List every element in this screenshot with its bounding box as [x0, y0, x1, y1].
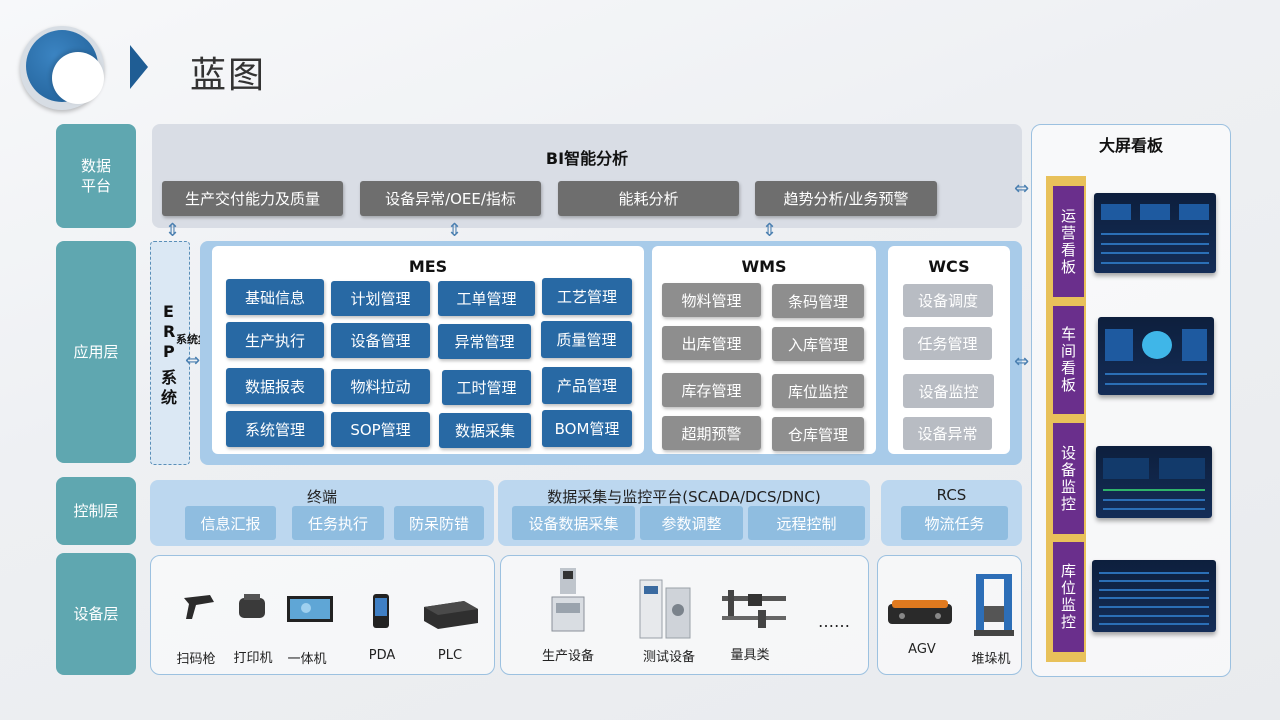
- mes-item: 工时管理: [442, 370, 531, 405]
- scada-item: 远程控制: [748, 506, 865, 540]
- arrow-app-bigscreen-icon: ⇔: [1014, 351, 1030, 372]
- dashboard-thumbnail-workshop: [1098, 317, 1214, 395]
- erp-box: [150, 241, 190, 465]
- wms-item: 库存管理: [662, 373, 761, 407]
- mes-item: 数据报表: [226, 368, 324, 404]
- mes-item: 设备管理: [331, 323, 430, 358]
- device-label: PLC: [437, 648, 463, 663]
- dashboard-thumbnail-equipment: [1096, 446, 1212, 518]
- rcs-item: 物流任务: [901, 506, 1008, 540]
- scanner-icon: [180, 592, 222, 622]
- scada-item: 参数调整: [640, 506, 743, 540]
- mes-item: 系统管理: [226, 411, 324, 447]
- erp-letter-p: P: [163, 342, 175, 361]
- wcs-item: 设备调度: [903, 284, 993, 317]
- terminal-item: 任务执行: [292, 506, 384, 540]
- layer-label-application: 应用层: [56, 241, 136, 463]
- terminal-item: 信息汇报: [185, 506, 276, 540]
- bi-item-equipment-oee: 设备异常/OEE/指标: [360, 181, 541, 216]
- agv-icon: [884, 594, 956, 630]
- mes-item: 工单管理: [438, 281, 535, 316]
- wcs-title: WCS: [928, 257, 970, 276]
- bi-title: BI智能分析: [545, 149, 629, 168]
- dashboard-thumbnail-location: [1092, 560, 1216, 632]
- title-arrow-icon: [130, 45, 148, 89]
- device-ellipsis: ……: [818, 612, 850, 631]
- arrow-mes-bi-icon: ⇕: [447, 220, 463, 241]
- mes-item: 基础信息: [226, 279, 324, 315]
- bi-item-trend-warning: 趋势分析/业务预警: [755, 181, 937, 216]
- scada-item: 设备数据采集: [512, 506, 635, 540]
- device-label: PDA: [368, 648, 396, 663]
- device-label: 一体机: [287, 652, 327, 667]
- erp-letter-r: R: [163, 322, 176, 341]
- logo-white-circle: [52, 52, 104, 104]
- bi-item-delivery-quality: 生产交付能力及质量: [162, 181, 343, 216]
- wms-item: 库位监控: [772, 374, 864, 408]
- device-label: 生产设备: [541, 649, 594, 664]
- mes-item: 物料拉动: [331, 369, 430, 404]
- erp-letter-e: E: [163, 302, 174, 321]
- bigscreen-title: 大屏看板: [1098, 136, 1163, 155]
- bi-item-energy: 能耗分析: [558, 181, 739, 216]
- mes-item: 生产执行: [226, 322, 324, 358]
- device-label: 堆垛机: [971, 652, 1011, 667]
- device-label: 打印机: [233, 651, 273, 666]
- arrow-erp-mes-icon: ⇔: [185, 350, 201, 371]
- mes-item: 数据采集: [439, 413, 531, 448]
- wms-item: 物料管理: [662, 283, 761, 317]
- layer-label-data-platform: 数据 平台: [56, 124, 136, 228]
- layer-label-device: 设备层: [56, 553, 136, 675]
- wms-title: WMS: [741, 257, 787, 276]
- wms-item: 仓库管理: [772, 417, 864, 451]
- page-title: 蓝图: [190, 55, 267, 96]
- measuring-tools-icon: [718, 588, 790, 632]
- scada-title: 数据采集与监控平台(SCADA/DCS/DNC): [547, 488, 821, 506]
- wms-item: 出库管理: [662, 326, 761, 360]
- mes-item: 产品管理: [542, 367, 632, 404]
- wms-item: 超期预警: [662, 416, 761, 450]
- printer-icon: [236, 592, 268, 622]
- arrow-wms-bi-icon: ⇕: [762, 220, 778, 241]
- bigscreen-item-workshop: 车间看板: [1053, 306, 1084, 414]
- arrow-erp-bi-icon: ⇕: [165, 220, 181, 241]
- plc-icon: [418, 597, 482, 631]
- erp-letter-xi: 系: [161, 368, 178, 387]
- device-label: 扫码枪: [176, 652, 216, 667]
- wcs-item: 设备监控: [903, 374, 994, 408]
- wms-item: 条码管理: [772, 284, 864, 318]
- layer-label-control: 控制层: [56, 477, 136, 545]
- mes-item: BOM管理: [542, 410, 632, 447]
- bigscreen-item-operations: 运营看板: [1053, 186, 1084, 297]
- all-in-one-icon: [286, 595, 334, 625]
- device-label: AGV: [908, 642, 936, 657]
- rcs-title: RCS: [936, 486, 967, 504]
- bigscreen-item-location: 库位监控: [1053, 542, 1084, 652]
- arrow-bi-bigscreen-icon: ⇔: [1014, 178, 1030, 199]
- mes-item: 异常管理: [438, 324, 531, 359]
- test-equipment-icon: [638, 578, 694, 640]
- production-equipment-icon: [548, 567, 588, 633]
- terminal-item: 防呆防错: [394, 506, 484, 540]
- mes-title: MES: [408, 257, 448, 276]
- mes-item: 工艺管理: [542, 278, 632, 315]
- bigscreen-item-equipment: 设备监控: [1053, 423, 1084, 534]
- wcs-item: 设备异常: [903, 417, 992, 450]
- terminal-title: 终端: [306, 488, 337, 506]
- mes-item: SOP管理: [331, 412, 430, 447]
- pda-icon: [372, 593, 390, 629]
- wcs-item: 任务管理: [903, 327, 992, 360]
- dashboard-thumbnail-operations: [1094, 193, 1216, 273]
- device-label: 测试设备: [642, 650, 695, 665]
- device-label: 量具类: [730, 648, 770, 663]
- wms-item: 入库管理: [772, 327, 864, 361]
- mes-item: 计划管理: [331, 281, 430, 316]
- erp-letter-tong: 统: [161, 388, 178, 407]
- stacker-crane-icon: [970, 572, 1018, 638]
- mes-item: 质量管理: [541, 321, 632, 358]
